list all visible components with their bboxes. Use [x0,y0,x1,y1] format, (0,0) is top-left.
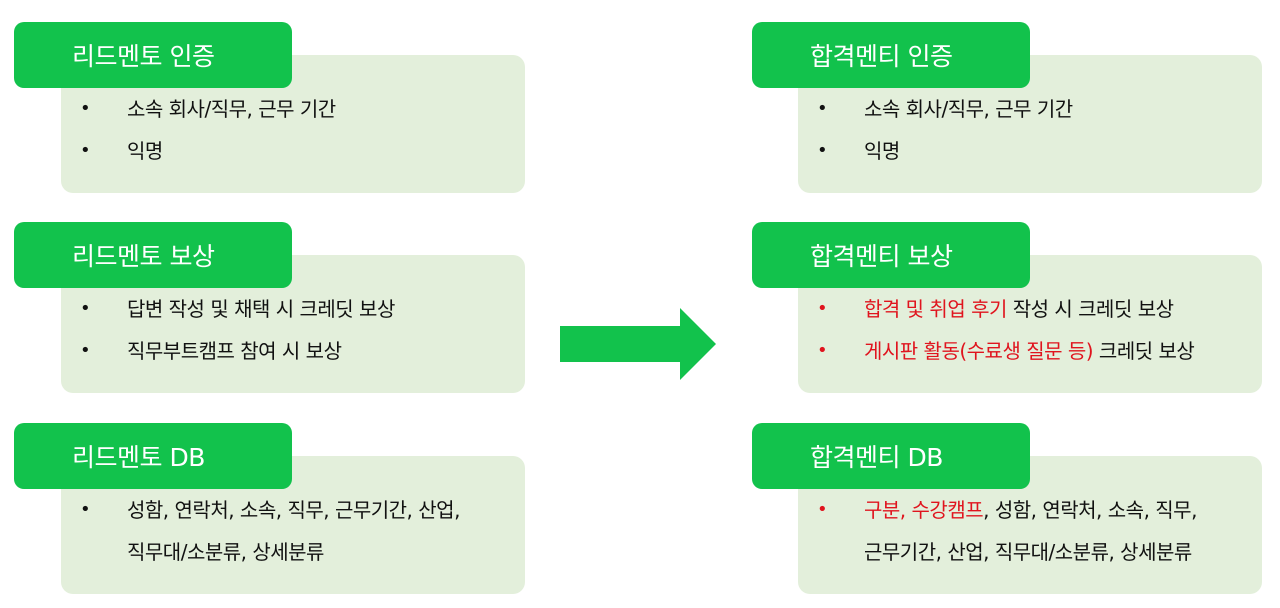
item-text: 익명 [864,139,900,163]
bullet-icon: • [817,98,828,119]
bullet-icon: • [80,298,91,319]
item-highlight: 게시판 활동(수료생 질문 등) [864,339,1094,363]
item-highlight: 구분, 수강캠프 [864,498,984,522]
bullet-icon: • [817,340,828,361]
bullet-icon: • [817,298,828,319]
list-item: • 합격 및 취업 후기 작성 시 크레딧 보상 [817,288,1194,330]
header-title: 합격멘티 인증 [810,42,953,71]
bullet-list: • 소속 회사/직무, 근무 기간 • 익명 [817,88,1073,172]
bullet-icon: • [80,140,91,161]
header-passed-mentee-auth: 합격멘티 인증 [752,22,1030,88]
header-title: 리드멘토 보상 [72,242,215,271]
list-item-continuation: 직무대/소분류, 상세분류 [80,531,460,573]
header-lead-mentor-db: 리드멘토 DB [14,423,292,489]
bullet-icon: • [80,499,91,520]
item-text: 성함, 연락처, 소속, 직무, 근무기간, 산업, [127,498,460,522]
list-item: • 구분, 수강캠프, 성함, 연락처, 소속, 직무, [817,489,1197,531]
item-text: 답변 작성 및 채택 시 크레딧 보상 [127,297,395,321]
list-item: • 성함, 연락처, 소속, 직무, 근무기간, 산업, [80,489,460,531]
header-passed-mentee-db: 합격멘티 DB [752,423,1030,489]
list-item-continuation: 근무기간, 산업, 직무대/소분류, 상세분류 [817,531,1197,573]
item-text: 크레딧 보상 [1093,339,1195,363]
item-text: 작성 시 크레딧 보상 [1006,297,1174,321]
header-passed-mentee-reward: 합격멘티 보상 [752,222,1030,288]
list-item: • 답변 작성 및 채택 시 크레딧 보상 [80,288,395,330]
bullet-icon: • [80,340,91,361]
item-text: 근무기간, 산업, 직무대/소분류, 상세분류 [864,540,1192,564]
item-text: 익명 [127,139,163,163]
bullet-list: • 성함, 연락처, 소속, 직무, 근무기간, 산업, 직무대/소분류, 상세분… [80,489,460,573]
list-item: • 익명 [80,130,336,172]
item-text: 직무대/소분류, 상세분류 [127,540,324,564]
item-text: 소속 회사/직무, 근무 기간 [127,97,336,121]
bullet-icon: • [80,98,91,119]
bullet-icon: • [817,140,828,161]
list-item: • 익명 [817,130,1073,172]
card-passed-mentee-reward: • 합격 및 취업 후기 작성 시 크레딧 보상 • 게시판 활동(수료생 질문 등… [798,255,1262,393]
list-item: • 소속 회사/직무, 근무 기간 [80,88,336,130]
header-title: 합격멘티 보상 [810,242,953,271]
list-item: • 소속 회사/직무, 근무 기간 [817,88,1073,130]
item-highlight: 합격 및 취업 후기 [864,297,1007,321]
list-item: • 게시판 활동(수료생 질문 등) 크레딧 보상 [817,330,1195,372]
right-arrow-icon [560,308,716,380]
item-text: 직무부트캠프 참여 시 보상 [127,339,342,363]
header-lead-mentor-reward: 리드멘토 보상 [14,222,292,288]
header-lead-mentor-auth: 리드멘토 인증 [14,22,292,88]
bullet-list: • 구분, 수강캠프, 성함, 연락처, 소속, 직무, 근무기간, 산업, 직무… [817,489,1197,573]
item-text: 소속 회사/직무, 근무 기간 [864,97,1073,121]
bullet-list: • 답변 작성 및 채택 시 크레딧 보상 • 직무부트캠프 참여 시 보상 [80,288,395,372]
bullet-list: • 합격 및 취업 후기 작성 시 크레딧 보상 • 게시판 활동(수료생 질문 등… [817,288,1195,372]
item-text: , 성함, 연락처, 소속, 직무, [983,498,1197,522]
list-item: • 직무부트캠프 참여 시 보상 [80,330,395,372]
header-title: 리드멘토 인증 [72,42,215,71]
bullet-list: • 소속 회사/직무, 근무 기간 • 익명 [80,88,336,172]
header-title: 합격멘티 DB [810,443,943,472]
header-title: 리드멘토 DB [72,443,205,472]
bullet-icon: • [817,499,828,520]
